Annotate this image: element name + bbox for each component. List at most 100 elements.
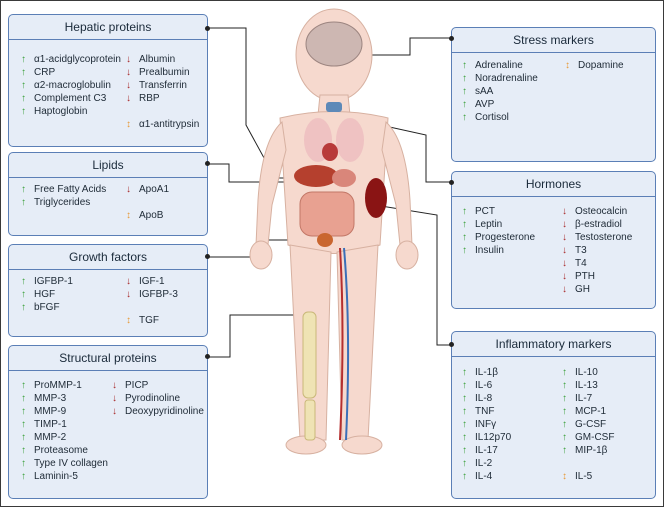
arrow-up-icon: ↑ xyxy=(462,471,467,482)
list-item: ↑IL-7 xyxy=(562,392,614,405)
marker-label: IGFBP-1 xyxy=(34,276,73,287)
connector-dot xyxy=(205,254,210,259)
arrow-down-icon: ↓ xyxy=(562,232,567,243)
arrow-up-icon: ↑ xyxy=(21,445,26,456)
arrow-up-icon: ↑ xyxy=(462,432,467,443)
list-item: ↑G-CSF xyxy=(562,418,614,431)
marker-label: MMP-9 xyxy=(34,406,67,417)
list-col2: ↑IL-10↑IL-13↑IL-7↑MCP-1↑G-CSF↑GM-CSF↑MIP… xyxy=(562,366,614,483)
list-item: ↓β-estradiol xyxy=(562,218,632,231)
list-item: ↑ IGFBP-1 xyxy=(21,275,73,288)
list-item: ↓ ApoA1 xyxy=(126,183,169,196)
marker-label: Proteasome xyxy=(34,445,88,456)
list-item: ↑CRP xyxy=(21,66,121,79)
thyroid xyxy=(326,102,342,112)
arrow-up-icon: ↑ xyxy=(21,276,26,287)
arrow-up-icon: ↑ xyxy=(21,54,26,65)
right-hand xyxy=(395,240,419,270)
marker-label: Adrenaline xyxy=(475,60,523,71)
marker-label: Complement C3 xyxy=(34,93,107,104)
list-item: ↓Albumin xyxy=(126,53,199,66)
marker-label: IL-6 xyxy=(475,380,493,391)
list-item: ↓PTH xyxy=(562,270,632,283)
list-item: ↑MMP-3 xyxy=(21,392,108,405)
list-up: ↑α1-acidglycoprotein↑CRP↑α2-macroglobuli… xyxy=(21,53,121,118)
panel-title: Hormones xyxy=(452,172,655,197)
arrow-updown-icon: ↕ xyxy=(126,315,131,326)
arrow-up-icon: ↑ xyxy=(21,67,26,78)
list-item: ↓IGF-1 xyxy=(126,275,178,288)
panel-title: Growth factors xyxy=(9,245,207,270)
list-item: ↑Progesterone xyxy=(462,231,535,244)
arrow-down-icon: ↓ xyxy=(562,258,567,269)
list-item: ↓RBP xyxy=(126,92,199,105)
marker-label: β-estradiol xyxy=(575,219,622,230)
arrow-updown-icon: ↕ xyxy=(565,60,570,71)
arrow-up-icon: ↑ xyxy=(21,289,26,300)
arrow-up-icon: ↑ xyxy=(21,302,26,313)
list-item: ↓T3 xyxy=(562,244,632,257)
arrow-up-icon: ↑ xyxy=(462,367,467,378)
list-item: ↕IL-5 xyxy=(562,470,614,483)
marker-label: α2-macroglobulin xyxy=(34,80,111,91)
marker-label: PCT xyxy=(475,206,495,217)
marker-label: IL12p70 xyxy=(475,432,512,443)
marker-label: HGF xyxy=(34,289,56,300)
list-item: ↓Deoxypyridinoline xyxy=(112,405,204,418)
marker-label: Osteocalcin xyxy=(575,206,628,217)
marker-label: ProMMP-1 xyxy=(34,380,82,391)
marker-label: MIP-1β xyxy=(575,445,608,456)
marker-label: PTH xyxy=(575,271,595,282)
leg-vessels xyxy=(339,247,350,441)
marker-label: Leptin xyxy=(475,219,503,230)
arrow-up-icon: ↑ xyxy=(462,406,467,417)
marker-label: Laminin-5 xyxy=(34,471,78,482)
marker-label: Free Fatty Acids xyxy=(34,184,107,195)
arrow-up-icon: ↑ xyxy=(21,380,26,391)
marker-label: Noradrenaline xyxy=(475,73,538,84)
marker-label: IGF-1 xyxy=(139,276,165,287)
marker-label: PICP xyxy=(125,380,149,391)
marker-label: AVP xyxy=(475,99,495,110)
marker-label: Type IV collagen xyxy=(34,458,108,469)
connector-dot xyxy=(449,36,454,41)
marker-label: TIMP-1 xyxy=(34,419,67,430)
list-item: ↑Adrenaline xyxy=(462,59,538,72)
list-down: ↓PICP↓Pyrodinoline↓Deoxypyridinoline xyxy=(112,379,204,418)
connector-dot xyxy=(205,26,210,31)
arrow-up-icon: ↑ xyxy=(562,432,567,443)
marker-label: Prealbumin xyxy=(139,67,190,78)
arrow-up-icon: ↑ xyxy=(462,99,467,110)
list-up: ↑IGFBP-1↑HGF↑bFGF xyxy=(21,275,73,314)
marker-label: T4 xyxy=(575,258,587,269)
leader-inflammatory xyxy=(374,204,452,346)
arrow-up-icon: ↑ xyxy=(462,206,467,217)
arrow-up-icon: ↑ xyxy=(21,458,26,469)
list-item xyxy=(126,196,169,209)
marker-label: MCP-1 xyxy=(575,406,607,417)
panel-structural-proteins: Structural proteins ↑ProMMP-1↑MMP-3↑MMP-… xyxy=(8,345,208,499)
liver xyxy=(294,165,338,187)
arrow-up-icon: ↑ xyxy=(462,419,467,430)
arrow-up-icon: ↑ xyxy=(462,458,467,469)
list-item: ↓IGFBP-3 xyxy=(126,288,178,301)
arrow-up-icon: ↑ xyxy=(462,73,467,84)
arrow-up-icon: ↑ xyxy=(21,432,26,443)
list-item: ↕Dopamine xyxy=(565,59,624,72)
list-item: ↑IL-17 xyxy=(462,444,511,457)
list-item: ↑IL-6 xyxy=(462,379,511,392)
list-item: ↑Free Fatty Acids xyxy=(21,183,106,196)
list-item: ↑TIMP-1 xyxy=(21,418,108,431)
marker-label: MMP-3 xyxy=(34,393,67,404)
arrow-down-icon: ↓ xyxy=(126,93,131,104)
arrow-updown-icon: ↕ xyxy=(562,471,567,482)
arrow-down-icon: ↓ xyxy=(562,245,567,256)
arrow-down-icon: ↓ xyxy=(126,184,131,195)
arrow-down-icon: ↓ xyxy=(112,406,117,417)
arrow-down-icon: ↓ xyxy=(562,284,567,295)
list-down: ↓ApoA1↕ApoB xyxy=(126,183,169,222)
intestines xyxy=(299,191,355,237)
arrow-up-icon: ↑ xyxy=(21,197,26,208)
marker-label: ApoA1 xyxy=(139,184,170,195)
panel-title: Lipids xyxy=(9,153,207,178)
